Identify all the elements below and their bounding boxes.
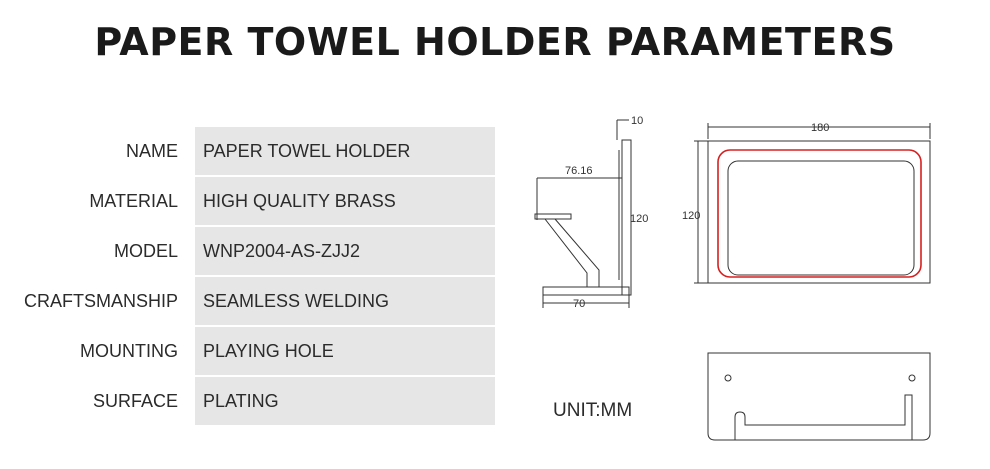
holder-arm bbox=[534, 213, 572, 220]
unit-label: UNIT:MM bbox=[553, 400, 633, 421]
front-outer-frame bbox=[707, 140, 931, 284]
spec-value: PLAYING HOLE bbox=[195, 327, 495, 375]
spec-row-name: NAME PAPER TOWEL HOLDER bbox=[0, 127, 500, 177]
spec-label: MOUNTING bbox=[80, 341, 178, 361]
top-outline bbox=[707, 352, 931, 441]
page-title: PAPER TOWEL HOLDER PARAMETERS bbox=[94, 20, 896, 64]
mount-hole-icon bbox=[724, 374, 732, 382]
dim-depth: 76.16 bbox=[565, 165, 593, 177]
spec-label: MODEL bbox=[113, 241, 178, 261]
spec-value: PLATING bbox=[195, 377, 495, 425]
dim-thickness: 10 bbox=[631, 115, 643, 127]
spec-row-material: MATERIAL HIGH QUALITY BRASS bbox=[0, 177, 500, 227]
spec-label: NAME bbox=[125, 141, 178, 161]
side-view-drawing: 10 76.16 120 70 bbox=[534, 115, 648, 310]
dim-base: 70 bbox=[573, 298, 585, 310]
spec-row-craftsmanship: CRAFTSMANSHIP SEAMLESS WELDING bbox=[0, 277, 500, 327]
front-view-drawing: 180 120 bbox=[682, 122, 931, 284]
dim-front-width: 180 bbox=[811, 122, 829, 134]
spec-row-surface: SURFACE PLATING bbox=[0, 377, 500, 427]
towel-rail bbox=[734, 394, 913, 440]
mount-hole-icon bbox=[908, 374, 916, 382]
spec-row-model: MODEL WNP2004-AS-ZJJ2 bbox=[0, 227, 500, 277]
spec-label: CRAFTSMANSHIP bbox=[23, 291, 178, 311]
holder-base bbox=[542, 286, 630, 296]
spec-value: HIGH QUALITY BRASS bbox=[195, 177, 495, 225]
spec-label: SURFACE bbox=[92, 391, 178, 411]
dim-front-height: 120 bbox=[682, 210, 700, 222]
spec-label: MATERIAL bbox=[89, 191, 178, 211]
spec-value: WNP2004-AS-ZJJ2 bbox=[195, 227, 495, 275]
spec-table: NAME PAPER TOWEL HOLDER MATERIAL HIGH QU… bbox=[0, 127, 500, 427]
spec-row-mounting: MOUNTING PLAYING HOLE bbox=[0, 327, 500, 377]
top-view-drawing bbox=[707, 352, 931, 441]
front-inner-panel bbox=[727, 160, 915, 276]
front-red-outline bbox=[717, 149, 922, 278]
spec-value: SEAMLESS WELDING bbox=[195, 277, 495, 325]
spec-value: PAPER TOWEL HOLDER bbox=[195, 127, 495, 175]
dim-side-height: 120 bbox=[630, 213, 648, 225]
